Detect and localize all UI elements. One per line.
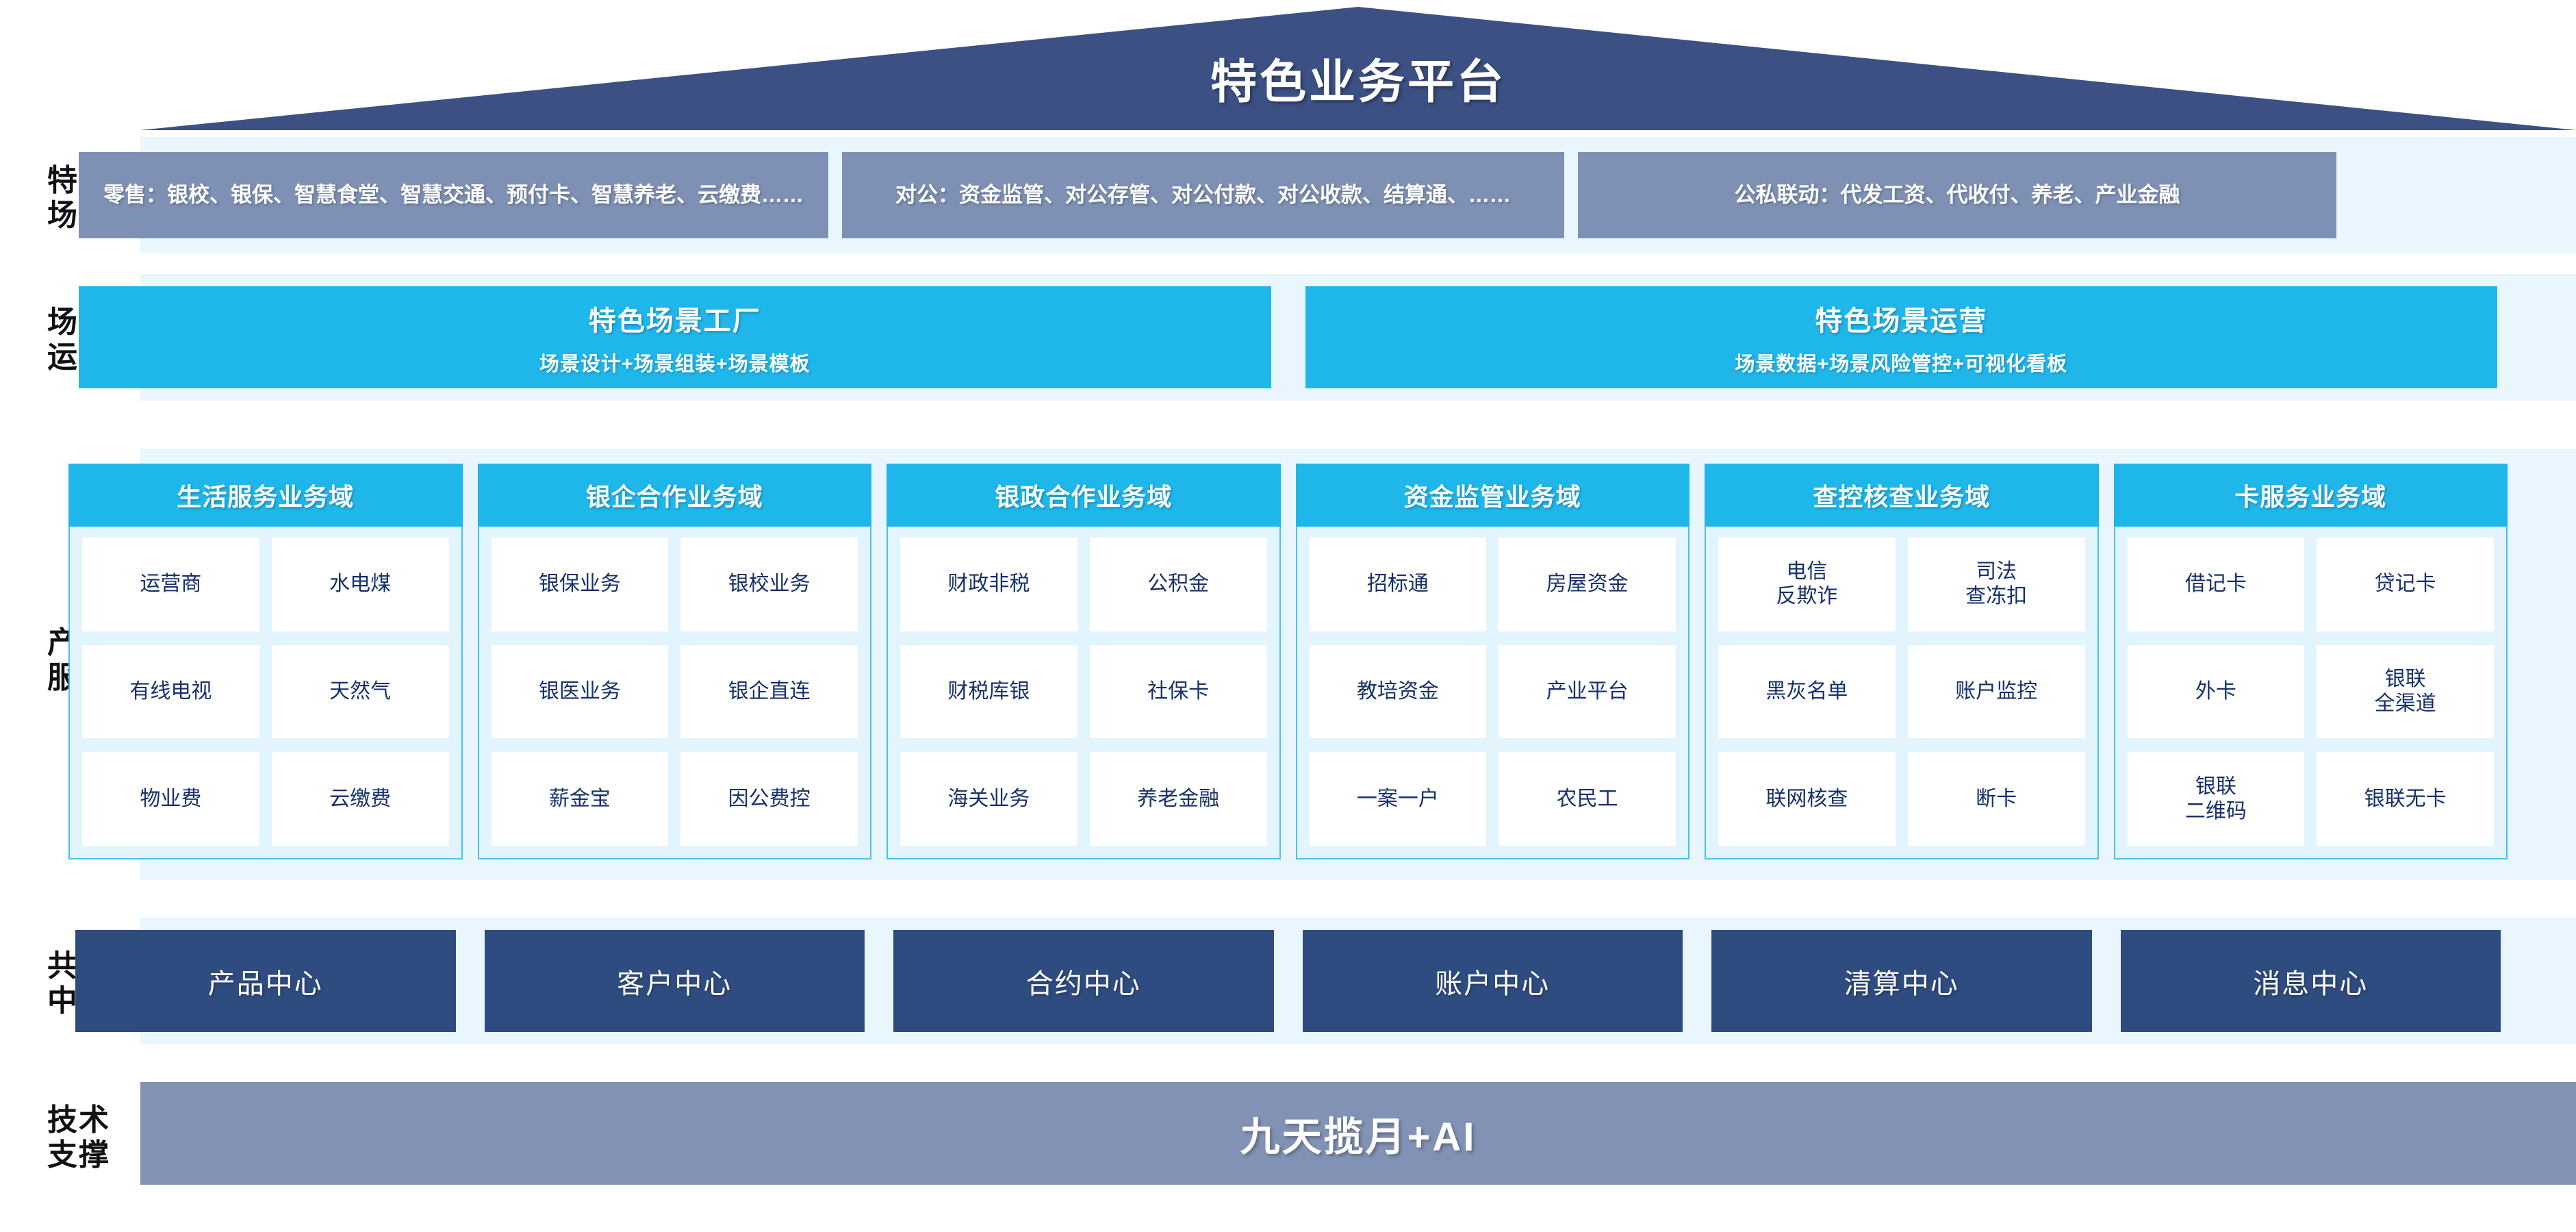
domain-cells-life-service: 运营商 水电煤 有线电视 天然气 物业费 云缴费 [68,527,463,859]
product-cell[interactable]: 云缴费 [271,752,449,846]
product-cell[interactable]: 公积金 [1089,538,1267,631]
domain-column-investigation-control: 查控核查业务域 电信 反欺诈 司法 查冻扣 黑灰名单 账户监控 联网核查 断卡 [1705,464,2099,859]
center-box-account[interactable]: 账户中心 [1302,930,1683,1032]
product-cell[interactable]: 外卡 [2127,644,2305,739]
domain-column-list: 生活服务业务域 运营商 水电煤 有线电视 天然气 物业费 云缴费 银企合作业务域… [68,464,2508,859]
row-technical-support: 技术 支撑 九天揽月+AI [0,1082,2576,1192]
product-cell[interactable]: 银联 全渠道 [2317,644,2494,739]
product-cell[interactable]: 贷记卡 [2317,538,2494,631]
product-cell[interactable]: 招标通 [1309,538,1487,631]
platform-title: 特色业务平台 [1210,56,1506,108]
product-cell[interactable]: 黑灰名单 [1718,644,1896,739]
product-cell[interactable]: 银医业务 [491,644,669,739]
product-cell[interactable]: 银联无卡 [2317,752,2494,846]
domain-cells-bank-government: 财政非税 公积金 财税库银 社保卡 海关业务 养老金融 [887,527,1281,859]
product-cell[interactable]: 农民工 [1499,752,1676,846]
scenario-box-list: 零售：银校、银保、智慧食堂、智慧交通、预付卡、智慧养老、云缴费…… 对公：资金监… [79,152,2497,238]
domain-title-card-service: 卡服务业务域 [2113,464,2508,527]
product-cell[interactable]: 天然气 [271,644,449,739]
product-cell[interactable]: 海关业务 [900,752,1077,846]
domain-column-card-service: 卡服务业务域 借记卡 贷记卡 外卡 银联 全渠道 银联 二维码 银联无卡 [2113,464,2508,859]
domain-cells-bank-enterprise: 银保业务 银校业务 银医业务 银企直连 薪金宝 因公费控 [477,527,871,859]
product-cell[interactable]: 银联 二维码 [2127,752,2305,846]
product-cell[interactable]: 薪金宝 [491,752,669,846]
center-box-product[interactable]: 产品中心 [75,930,456,1032]
platform-roof-banner: 特色业务平台 [140,7,2576,130]
product-cell[interactable]: 社保卡 [1089,644,1267,739]
domain-title-bank-government: 银政合作业务域 [887,464,1281,527]
domain-column-fund-supervision: 资金监管业务域 招标通 房屋资金 教培资金 产业平台 一案一户 农民工 [1295,464,1689,859]
product-cell[interactable]: 银企直连 [680,644,858,739]
product-cell[interactable]: 一案一户 [1309,752,1487,846]
operations-box-list: 特色场景工厂 场景设计+场景组装+场景模板 特色场景运营 场景数据+场景风险管控… [79,286,2497,388]
ops-box-scene-factory[interactable]: 特色场景工厂 场景设计+场景组装+场景模板 [79,286,1271,388]
ops-box-scene-operation[interactable]: 特色场景运营 场景数据+场景风险管控+可视化看板 [1305,286,2497,388]
product-cell[interactable]: 水电煤 [271,538,449,631]
product-cell[interactable]: 断卡 [1907,752,2085,846]
tech-support-bar[interactable]: 九天揽月+AI [140,1082,2576,1185]
row-scene-operations: 场景 运营 特色场景工厂 场景设计+场景组装+场景模板 特色场景运营 场景数据+… [0,274,2576,401]
product-cell[interactable]: 物业费 [82,752,259,846]
product-cell[interactable]: 教培资金 [1309,644,1487,739]
product-cell[interactable]: 银保业务 [491,538,669,631]
center-box-customer[interactable]: 客户中心 [484,930,865,1032]
domain-column-bank-government: 银政合作业务域 财政非税 公积金 财税库银 社保卡 海关业务 养老金融 [887,464,1281,859]
product-cell[interactable]: 账户监控 [1907,644,2085,739]
ops-factory-subtitle: 场景设计+场景组装+场景模板 [539,353,811,375]
scenario-box-corporate[interactable]: 对公：资金监管、对公存管、对公付款、对公收款、结算通、…… [842,152,1564,238]
center-box-message[interactable]: 消息中心 [2120,930,2501,1032]
ops-operation-subtitle: 场景数据+场景风险管控+可视化看板 [1735,353,2068,375]
product-cell[interactable]: 财税库银 [900,644,1077,739]
product-cell[interactable]: 因公费控 [680,752,858,846]
domain-cells-card-service: 借记卡 贷记卡 外卡 银联 全渠道 银联 二维码 银联无卡 [2113,527,2508,859]
domain-cells-investigation-control: 电信 反欺诈 司法 查冻扣 黑灰名单 账户监控 联网核查 断卡 [1705,527,2099,859]
product-cell[interactable]: 有线电视 [82,644,259,739]
domain-cells-fund-supervision: 招标通 房屋资金 教培资金 产业平台 一案一户 农民工 [1295,527,1689,859]
product-cell[interactable]: 产业平台 [1499,644,1676,739]
row-product-services: 产品 服务 生活服务业务域 运营商 水电煤 有线电视 天然气 物业费 云缴费 银… [0,449,2576,880]
product-cell[interactable]: 运营商 [82,538,259,631]
domain-title-bank-enterprise: 银企合作业务域 [477,464,871,527]
product-cell[interactable]: 财政非税 [900,538,1077,631]
product-cell[interactable]: 房屋资金 [1499,538,1676,631]
domain-title-fund-supervision: 资金监管业务域 [1295,464,1689,527]
product-cell[interactable]: 借记卡 [2127,538,2305,631]
product-cell[interactable]: 司法 查冻扣 [1907,538,2085,631]
ops-factory-title: 特色场景工厂 [588,305,761,336]
ops-operation-title: 特色场景运营 [1815,305,1988,336]
center-box-settlement[interactable]: 清算中心 [1711,930,2092,1032]
domain-title-life-service: 生活服务业务域 [68,464,463,527]
scenario-box-public-private[interactable]: 公私联动：代发工资、代收付、养老、产业金融 [1578,152,2336,238]
domain-column-life-service: 生活服务业务域 运营商 水电煤 有线电视 天然气 物业费 云缴费 [68,464,463,859]
domain-title-investigation-control: 查控核查业务域 [1705,464,2099,527]
row-featured-scenarios: 特色 场景 零售：银校、银保、智慧食堂、智慧交通、预付卡、智慧养老、云缴费…… … [0,137,2576,253]
center-box-contract[interactable]: 合约中心 [893,930,1274,1032]
center-box-list: 产品中心 客户中心 合约中心 账户中心 清算中心 消息中心 [75,930,2501,1032]
row-shared-centers: 共享 中心 产品中心 客户中心 合约中心 账户中心 清算中心 消息中心 [0,918,2576,1044]
product-cell[interactable]: 银校业务 [680,538,858,631]
scenario-box-retail[interactable]: 零售：银校、银保、智慧食堂、智慧交通、预付卡、智慧养老、云缴费…… [79,152,828,238]
product-cell[interactable]: 养老金融 [1089,752,1267,846]
row-label-technical-support: 技术 支撑 [47,1103,110,1172]
domain-column-bank-enterprise: 银企合作业务域 银保业务 银校业务 银医业务 银企直连 薪金宝 因公费控 [477,464,871,859]
product-cell[interactable]: 联网核查 [1718,752,1896,846]
product-cell[interactable]: 电信 反欺诈 [1718,538,1896,631]
